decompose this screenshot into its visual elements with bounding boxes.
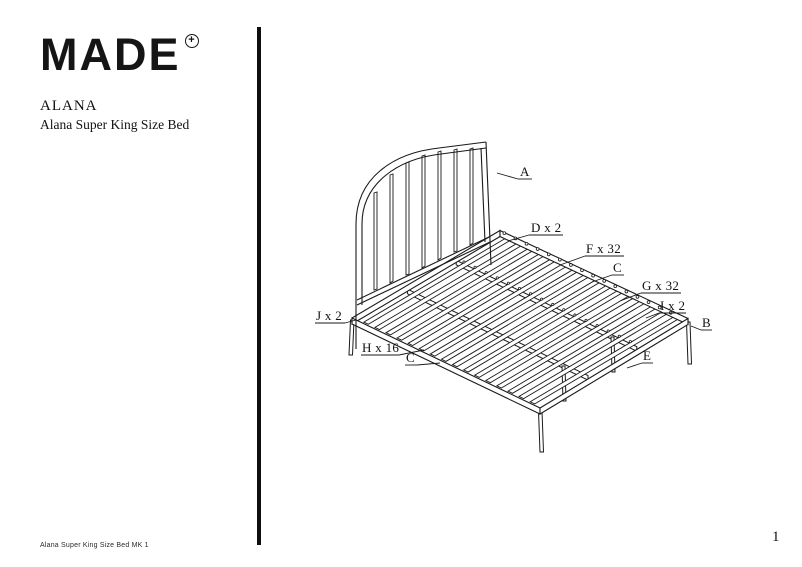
foot-rail bbox=[539, 317, 689, 415]
headboard bbox=[355, 141, 492, 349]
part-label-f: F x 32 bbox=[586, 241, 621, 256]
part-label-c-left: C bbox=[406, 350, 415, 365]
brand-wordmark: MADE bbox=[40, 29, 181, 80]
part-label-c-right: C bbox=[613, 260, 622, 275]
product-code: ALANA bbox=[40, 98, 98, 114]
part-label-a: A bbox=[520, 164, 530, 179]
part-label-b: B bbox=[702, 315, 711, 330]
part-label-j: J x 2 bbox=[316, 308, 342, 323]
brand-plus-icon: + bbox=[184, 34, 199, 48]
part-label-d: D x 2 bbox=[531, 220, 561, 235]
plus-sign: + bbox=[188, 34, 195, 46]
part-label-e: E bbox=[643, 348, 651, 363]
footer-doc-ref: Alana Super King Size Bed MK 1 bbox=[40, 542, 149, 549]
headboard-bars bbox=[373, 147, 474, 291]
product-name: Alana Super King Size Bed bbox=[40, 117, 190, 132]
part-label-h: H x 16 bbox=[362, 340, 399, 355]
divider-line bbox=[257, 27, 261, 545]
screw-heads bbox=[462, 231, 673, 344]
part-labels: A D x 2 F x 32 C G x 32 I x 2 B J x 2 H … bbox=[316, 164, 711, 365]
page-number: 1 bbox=[772, 529, 780, 545]
corner-legs bbox=[348, 319, 693, 453]
brand-logo: MADE + bbox=[40, 32, 199, 77]
part-label-g: G x 32 bbox=[642, 278, 679, 293]
part-label-i: I x 2 bbox=[660, 298, 685, 313]
slat-group bbox=[362, 235, 681, 405]
label-leader-lines bbox=[315, 172, 712, 369]
